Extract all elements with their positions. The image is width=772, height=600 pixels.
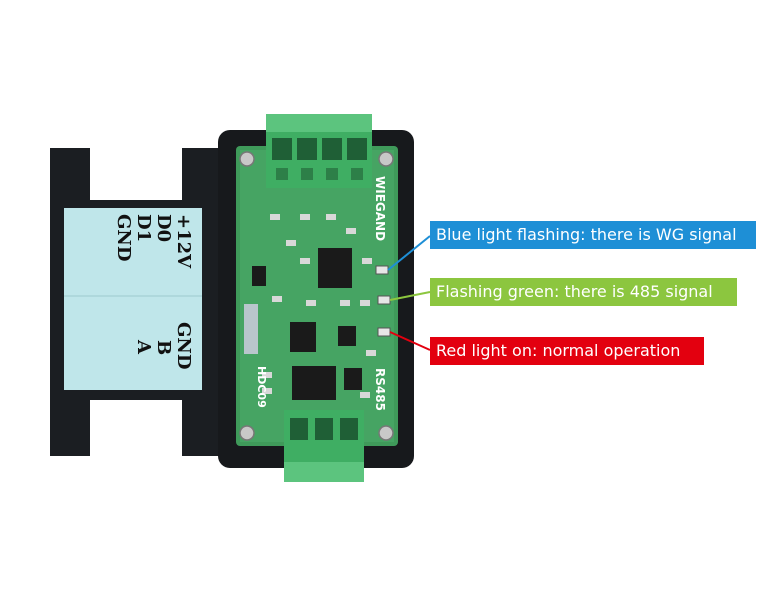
pcb-wiegand-text: WIEGAND [373,176,387,241]
label-d1: D1 [133,214,154,242]
screw-bottom-left [239,425,255,441]
smd-components [262,214,376,398]
led-blue [375,265,389,275]
screw-bottom-right [378,425,394,441]
label-12v: +12V [173,214,194,269]
ic-chip-main [318,248,352,288]
label-d0: D0 [153,214,174,242]
pcb-model-text: HDC09 [255,366,268,408]
label-b: B [153,340,174,355]
screw-top-left [239,151,255,167]
callout-green-light: Flashing green: there is 485 signal [430,278,737,306]
callout-blue-light: Blue light flashing: there is WG signal [430,221,756,249]
ic-chip-side [344,368,362,390]
pcb-rs485-text: RS485 [373,368,387,411]
label-gnd-bottom: GND [173,322,194,369]
pointer-red [389,331,431,351]
jumper-header [244,304,258,354]
callout-red-light: Red light on: normal operation [430,337,704,365]
pointer-green [389,291,431,301]
ic-chip-left [252,266,266,286]
led-green [377,295,391,305]
ic-chip-lower [292,366,336,400]
ic-chip-small [338,326,356,346]
label-gnd-top: GND [113,214,134,261]
pin-label-sticker [64,208,202,390]
terminal-block-bottom [284,410,364,482]
screw-top-right [378,151,394,167]
pointer-blue [387,235,431,271]
led-red [377,327,391,337]
terminal-block-top [266,114,372,188]
label-a: A [133,339,154,355]
ic-chip-rs485 [290,322,316,352]
